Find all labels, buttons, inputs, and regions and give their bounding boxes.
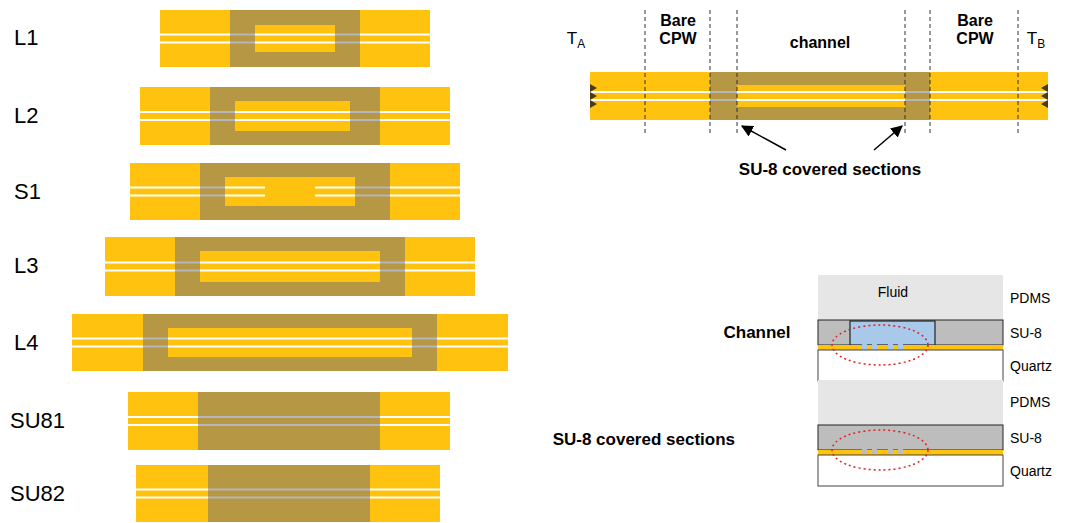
- section-divider: [710, 10, 711, 135]
- section-divider: [645, 10, 646, 135]
- cpw-gap: [898, 342, 903, 349]
- port-marker: [1041, 100, 1048, 108]
- cpw-metal: [128, 392, 450, 450]
- layer-label: Quartz: [1010, 463, 1052, 479]
- port-marker: [590, 92, 597, 100]
- layer-label: Quartz: [1010, 358, 1052, 374]
- section-label: Bare CPW: [945, 12, 1005, 49]
- su8-layer: [143, 314, 437, 371]
- cpw-metal: [590, 72, 1048, 120]
- pdms-layer: [818, 275, 1003, 320]
- layer-label: PDMS: [1010, 394, 1050, 410]
- port-marker: [1041, 84, 1048, 92]
- su8-layer: [208, 465, 370, 522]
- section-label: Bare CPW: [648, 12, 708, 49]
- cpw-gap: [140, 119, 450, 121]
- cpw-gap: [160, 34, 430, 36]
- structure-label: L3: [14, 253, 38, 278]
- section-label: Channel: [723, 323, 790, 343]
- cpw-gap: [72, 346, 508, 348]
- highlight-ellipse: [832, 430, 928, 470]
- structure-label: L1: [14, 25, 38, 50]
- pointer-arrow: [874, 126, 902, 150]
- cpw-gap: [590, 99, 1048, 101]
- cpw-metal: [140, 87, 450, 145]
- section-label: TA: [567, 29, 585, 51]
- highlight-ellipse: [832, 325, 928, 365]
- cpw-gap: [105, 262, 475, 264]
- su8-layer: [175, 237, 405, 296]
- cpw-gap: [898, 447, 903, 454]
- cpw-metal: [130, 163, 460, 220]
- cpw-metal: [818, 450, 1003, 455]
- pdms-layer: [818, 380, 1003, 425]
- port-marker: [1041, 92, 1048, 100]
- su8-layer: [818, 320, 1003, 345]
- cpw-metal: [105, 237, 475, 296]
- layer-label: PDMS: [1010, 290, 1050, 306]
- su8-layer: [200, 163, 390, 220]
- su8-layer: [198, 392, 380, 450]
- cpw-metal: [818, 345, 1003, 350]
- layer-label: Fluid: [878, 284, 908, 300]
- structure-label: SU81: [10, 408, 65, 433]
- layer-label: SU-8: [1010, 325, 1042, 341]
- layer-label: SU-8: [1010, 430, 1042, 446]
- su8-layer: [210, 87, 380, 145]
- cpw-set: [72, 10, 508, 522]
- section-label: SU-8 covered sections: [739, 160, 921, 180]
- cpw-detail: [590, 10, 1048, 150]
- quartz-substrate: [818, 455, 1003, 486]
- section-label: channel: [790, 34, 850, 52]
- section-divider: [1018, 10, 1019, 135]
- fluid-channel: [850, 321, 935, 345]
- su8-layer: [818, 425, 1003, 450]
- cpw-gap: [872, 447, 877, 454]
- metal-block: [265, 177, 315, 206]
- port-marker: [590, 100, 597, 108]
- cpw-gap: [862, 342, 867, 349]
- cpw-gap: [140, 111, 450, 113]
- cross-section: [818, 380, 1003, 486]
- su8-layer: [710, 72, 930, 120]
- cpw-metal: [160, 10, 430, 67]
- section-label: TB: [1027, 29, 1045, 51]
- cpw-metal: [136, 465, 440, 522]
- section-label: SU-8 covered sections: [553, 430, 735, 450]
- cpw-gap: [105, 270, 475, 272]
- cpw-gap: [888, 342, 893, 349]
- cpw-gap: [888, 447, 893, 454]
- cross-section: [818, 275, 1003, 381]
- su8-layer: [230, 10, 360, 67]
- structure-label: L2: [14, 103, 38, 128]
- cpw-metal: [72, 314, 508, 371]
- section-divider: [737, 10, 738, 135]
- structure-label: L4: [14, 330, 38, 355]
- port-marker: [590, 84, 597, 92]
- section-divider: [905, 10, 906, 135]
- quartz-substrate: [818, 350, 1003, 381]
- cpw-gap: [862, 447, 867, 454]
- cpw-gap: [590, 91, 1048, 93]
- structure-label: SU82: [10, 481, 65, 506]
- cpw-gap: [72, 338, 508, 340]
- structure-label: S1: [14, 179, 41, 204]
- section-divider: [930, 10, 931, 135]
- cpw-gap: [160, 42, 430, 44]
- cpw-gap: [872, 342, 877, 349]
- pointer-arrow: [742, 126, 786, 150]
